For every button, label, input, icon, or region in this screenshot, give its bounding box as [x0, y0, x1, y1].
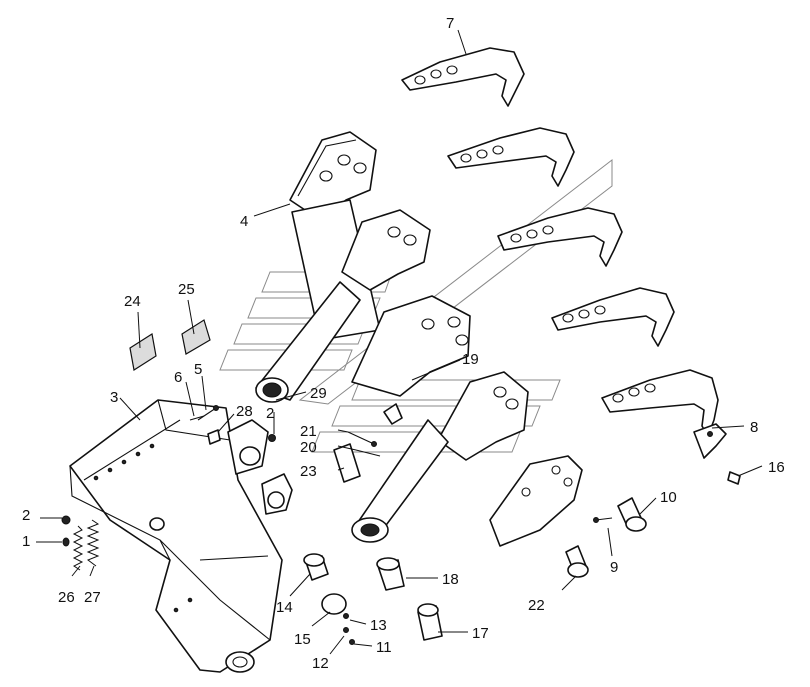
washer-part-15 — [321, 593, 347, 615]
pin-part-28 — [207, 429, 221, 445]
callout-29: 29 — [310, 385, 327, 402]
tine-4 — [551, 287, 675, 347]
callout-16: 16 — [768, 459, 785, 476]
shank-bracket-part-19 — [351, 295, 471, 425]
callout-2: 2 — [22, 507, 30, 524]
pin-part-6 — [189, 415, 205, 421]
shank-bracket-lower — [437, 371, 529, 461]
bushing-part-10 — [617, 497, 647, 532]
tine-3 — [497, 207, 623, 267]
bushing-part-18 — [376, 557, 405, 591]
callout-4: 4 — [240, 213, 248, 230]
pin-part-9 — [593, 517, 613, 523]
spring-part-27 — [86, 519, 100, 567]
disc-plate — [489, 455, 583, 547]
nut-part-29 — [268, 434, 276, 442]
pin-part-21 — [347, 431, 377, 447]
sleeve-part-23 — [333, 443, 361, 483]
shank-bracket-middle — [341, 209, 431, 291]
swing-arm-lower — [351, 419, 449, 543]
callout-10: 10 — [660, 489, 677, 506]
callout-28: 28 — [236, 403, 253, 420]
callout-9: 9 — [610, 559, 618, 576]
callout-7: 7 — [446, 15, 454, 32]
bolt-part-1 — [62, 537, 70, 547]
callout-2-secondary: 2 — [266, 405, 274, 422]
pin-part-20 — [355, 449, 381, 457]
callout-11: 11 — [376, 639, 392, 656]
callout-labels: 7 4 8 16 10 9 22 24 25 6 5 3 28 2 1 26 2… — [22, 15, 785, 672]
callout-6: 6 — [174, 369, 182, 386]
callout-18: 18 — [442, 571, 459, 588]
callout-23: 23 — [300, 463, 317, 480]
mounting-lugs — [227, 419, 293, 515]
bushing-part-22 — [565, 545, 589, 578]
bushing-part-17 — [417, 603, 443, 641]
swing-arm-left — [255, 281, 361, 403]
main-frame-part-3 — [69, 399, 283, 673]
callout-14: 14 — [276, 599, 293, 616]
clip-part-25 — [181, 319, 211, 355]
callout-19: 19 — [462, 351, 479, 368]
callout-5: 5 — [194, 361, 202, 378]
leader-lines — [36, 29, 763, 655]
callout-22: 22 — [528, 597, 545, 614]
callout-15: 15 — [294, 631, 311, 648]
tine-part-7 — [401, 47, 525, 107]
callout-3: 3 — [110, 389, 118, 406]
tine-5 — [601, 369, 719, 437]
nut-part-2 — [61, 515, 71, 525]
callout-17: 17 — [472, 625, 489, 642]
callout-20: 20 — [300, 439, 317, 456]
callout-26: 26 — [58, 589, 75, 606]
clip-part-24 — [129, 333, 157, 371]
callout-25: 25 — [178, 281, 195, 298]
callout-1: 1 — [22, 533, 30, 550]
pin-part-5 — [197, 405, 219, 421]
tine-2 — [447, 127, 575, 187]
callout-27: 27 — [84, 589, 101, 606]
callout-24: 24 — [124, 293, 141, 310]
callout-12: 12 — [312, 655, 329, 672]
callout-8: 8 — [750, 419, 758, 436]
bolt-part-16 — [727, 471, 741, 485]
bolts-parts-11-12-13 — [343, 613, 355, 645]
callout-21: 21 — [300, 423, 317, 440]
callout-13: 13 — [370, 617, 387, 634]
spring-part-26 — [72, 525, 84, 571]
shovel-tip-part-8 — [693, 423, 727, 459]
